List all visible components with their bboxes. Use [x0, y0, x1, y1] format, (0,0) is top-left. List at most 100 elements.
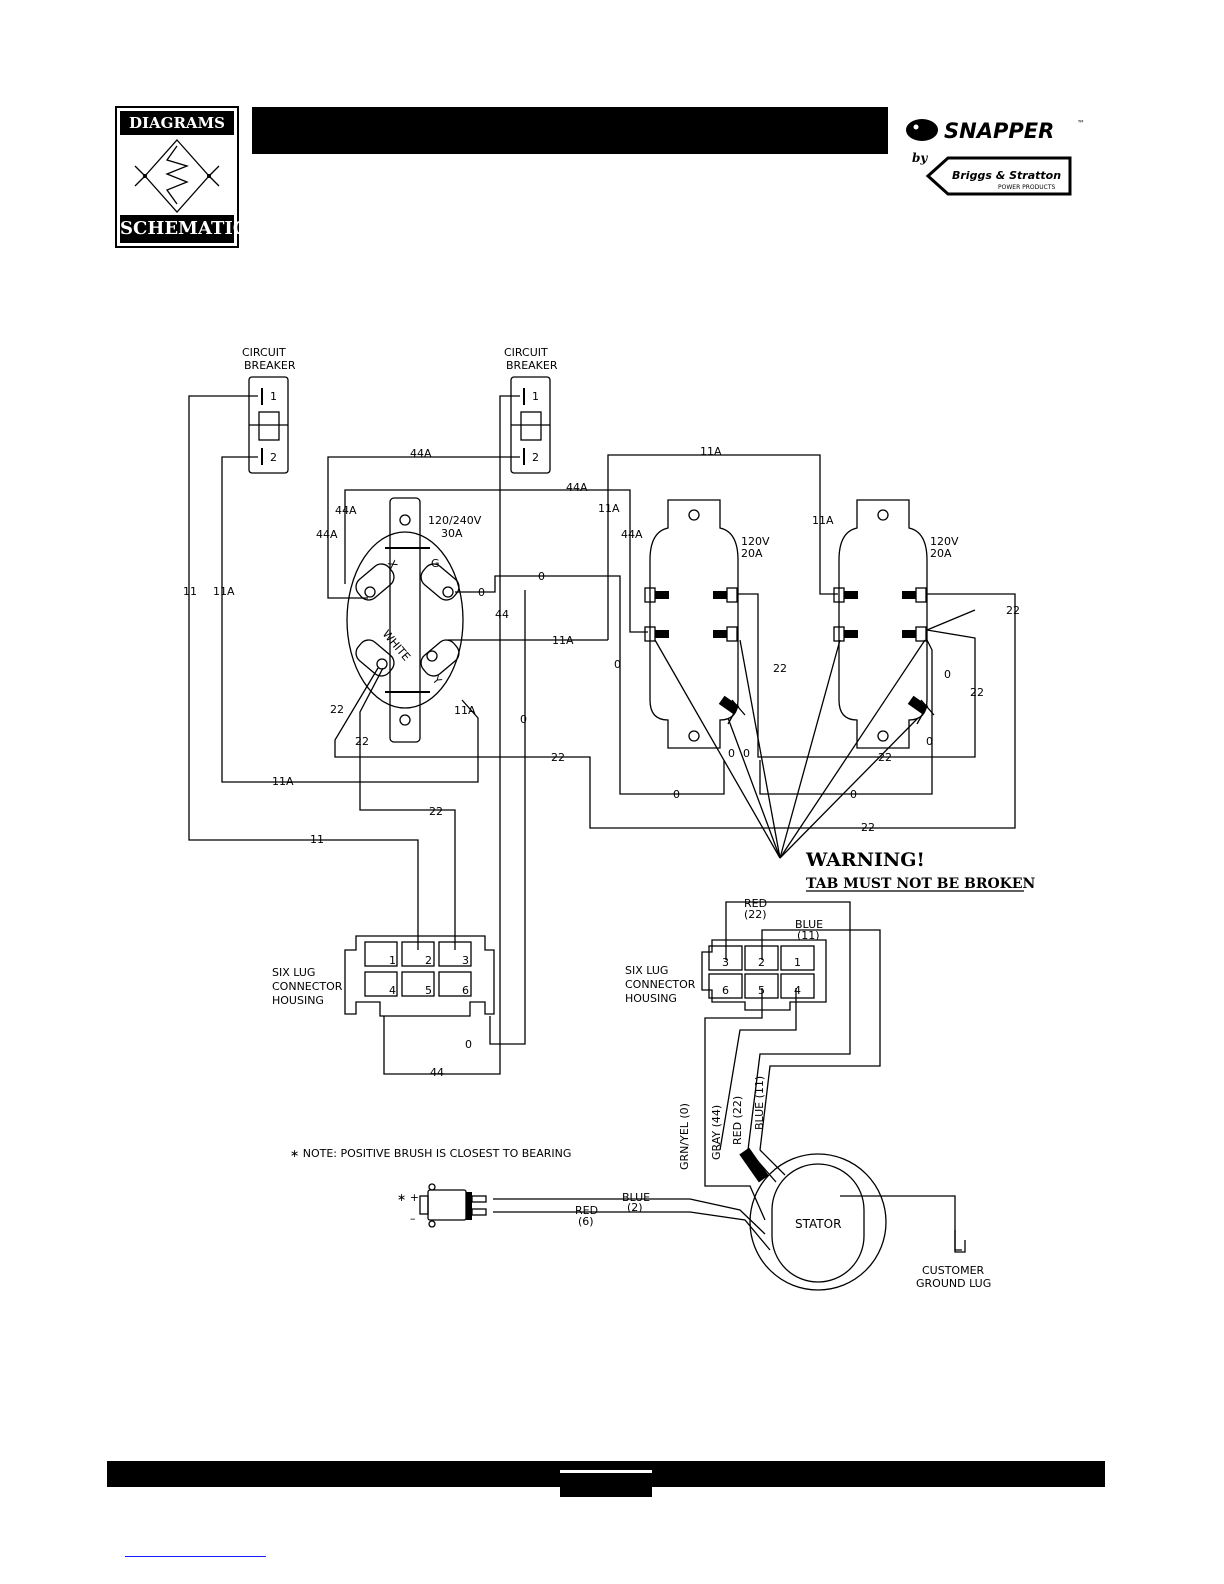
wire-label-22: 22 [970, 686, 984, 699]
wire-label-11a: 11A [213, 585, 235, 598]
wire-label-22: 22 [355, 735, 369, 748]
lead-red: RED (22) [731, 1096, 744, 1145]
pin-g-label: G [431, 557, 440, 570]
red6-label-line2: (6) [578, 1215, 594, 1228]
duplex-outlet-left: 120V 20A [644, 499, 770, 749]
wire-label-11a: 11A [812, 514, 834, 527]
footer-tab [560, 1470, 652, 1497]
brand-name: SNAPPER [944, 119, 1054, 143]
lead-gray: GRAY (44) [710, 1105, 723, 1160]
six-lug-left-line1: SIX LUG [272, 966, 315, 979]
duplex-outlet-right: 120V 20A [833, 499, 959, 749]
six-lug-left-line2: CONNECTOR [272, 980, 343, 993]
left-pin-3: 3 [462, 954, 469, 967]
stator-leads [493, 901, 962, 1251]
positive-brush-note: ∗ NOTE: POSITIVE BRUSH IS CLOSEST TO BEA… [290, 1147, 571, 1160]
wire-label-11: 11 [183, 585, 197, 598]
pin-y-label: Y [429, 673, 444, 687]
diagrams-schematics-logo: DIAGRAMS & SCHEMATICS [115, 106, 260, 248]
title-bar [252, 107, 888, 154]
right-pin-4: 4 [794, 984, 801, 997]
red6-label-line1: RED [575, 1204, 598, 1217]
wire-label-11a: 11A [454, 704, 476, 717]
lead-labels: GRN/YEL (0) GRAY (44) RED (22) BLUE (11) [678, 1076, 766, 1170]
six-lug-connector-left: SIX LUG CONNECTOR HOUSING 1 2 3 4 5 6 [272, 935, 495, 1017]
cb1-pin2: 2 [270, 451, 277, 464]
wire-label-22: 22 [878, 751, 892, 764]
pin-x-label: X [385, 558, 400, 571]
logo-top-text: DIAGRAMS & [120, 111, 234, 156]
warning-title: WARNING! [805, 849, 925, 871]
outlet2-voltage: 120V [930, 535, 959, 548]
wire-label-0: 0 [673, 788, 680, 801]
brand-partner-sub: POWER PRODUCTS [998, 184, 1056, 191]
wiring-lines [188, 395, 1016, 1075]
wire-label-0: 0 [520, 713, 527, 726]
snapper-brand: SNAPPER ™ by Briggs & Stratton POWER PRO… [900, 112, 1100, 202]
wire-label-11a: 11A [598, 502, 620, 515]
twist-lock-voltage: 120/240V [428, 514, 482, 527]
red22-label-line2: (22) [744, 908, 767, 921]
wire-label-11a: 11A [272, 775, 294, 788]
brush-assembly: ∗ + – BLUE (2) RED (6) [397, 1183, 650, 1228]
left-pin-4: 4 [389, 984, 396, 997]
outlet2-amps: 20A [930, 547, 952, 560]
right-pin-3: 3 [722, 956, 729, 969]
brush-plus: ∗ + [397, 1191, 419, 1204]
wire-label-0: 0 [614, 658, 621, 671]
wire-label-0: 0 [850, 788, 857, 801]
wire-label-44: 44 [430, 1066, 444, 1079]
stator: STATOR [739, 1147, 887, 1291]
right-pin-1: 1 [794, 956, 801, 969]
warning-note: WARNING! TAB MUST NOT BE BROKEN [805, 849, 1035, 892]
cb2-label-line2: BREAKER [506, 359, 558, 372]
wire-number-labels: 44A 44A 44A 44A 44A 11A 11A 11A 11A 11A … [183, 445, 1020, 1079]
wire-label-0: 0 [926, 735, 933, 748]
circuit-breaker-left: CIRCUIT BREAKER 1 2 [242, 346, 296, 474]
wire-label-22: 22 [773, 662, 787, 675]
wire-label-22: 22 [861, 821, 875, 834]
blue2-label-line1: BLUE [622, 1191, 650, 1204]
customer-ground-lug: CUSTOMER GROUND LUG [916, 1230, 991, 1290]
left-pin-2: 2 [425, 954, 432, 967]
warning-text: TAB MUST NOT BE BROKEN [806, 876, 1035, 892]
cb2-pin1: 1 [532, 390, 539, 403]
left-pin-6: 6 [462, 984, 469, 997]
six-lug-right-line3: HOUSING [625, 992, 677, 1005]
ground-lug-line1: CUSTOMER [922, 1264, 985, 1277]
outlet1-voltage: 120V [741, 535, 770, 548]
brand-partner: Briggs & Stratton [952, 169, 1061, 182]
right-pin-6: 6 [722, 984, 729, 997]
outlet1-amps: 20A [741, 547, 763, 560]
wire-label-44a: 44A [621, 528, 643, 541]
logo-bottom-text: SCHEMATICS [120, 215, 260, 243]
wire-label-11a: 11A [700, 445, 722, 458]
wire-label-0: 0 [538, 570, 545, 583]
wire-label-22: 22 [330, 703, 344, 716]
six-lug-right-line1: SIX LUG [625, 964, 668, 977]
cb2-pin2: 2 [532, 451, 539, 464]
svg-text:™: ™ [1077, 119, 1085, 128]
brush-minus: – [410, 1212, 416, 1225]
wire-label-44a: 44A [410, 447, 432, 460]
six-lug-left-line3: HOUSING [272, 994, 324, 1007]
left-pin-1: 1 [389, 954, 396, 967]
ground-lug-line2: GROUND LUG [916, 1277, 991, 1290]
footer-link-underline[interactable] [125, 1556, 266, 1557]
blue11-label-line1: BLUE [795, 918, 823, 931]
wire-label-0: 0 [465, 1038, 472, 1051]
wire-label-0: 0 [728, 747, 735, 760]
red22-label-line1: RED [744, 897, 767, 910]
circuit-breaker-right: CIRCUIT BREAKER 1 2 [504, 346, 558, 474]
pin-white-label: WHITE [380, 628, 413, 664]
blue11-label-line2: (11) [797, 929, 820, 942]
left-pin-5: 5 [425, 984, 432, 997]
lead-grn-yel: GRN/YEL (0) [678, 1103, 691, 1170]
lead-blue: BLUE (11) [753, 1076, 766, 1130]
twist-lock-amps: 30A [441, 527, 463, 540]
brand-by: by [912, 151, 928, 165]
wire-label-11a: 11A [552, 634, 574, 647]
stator-label: STATOR [795, 1217, 841, 1231]
blue2-label-line2: (2) [627, 1201, 643, 1214]
